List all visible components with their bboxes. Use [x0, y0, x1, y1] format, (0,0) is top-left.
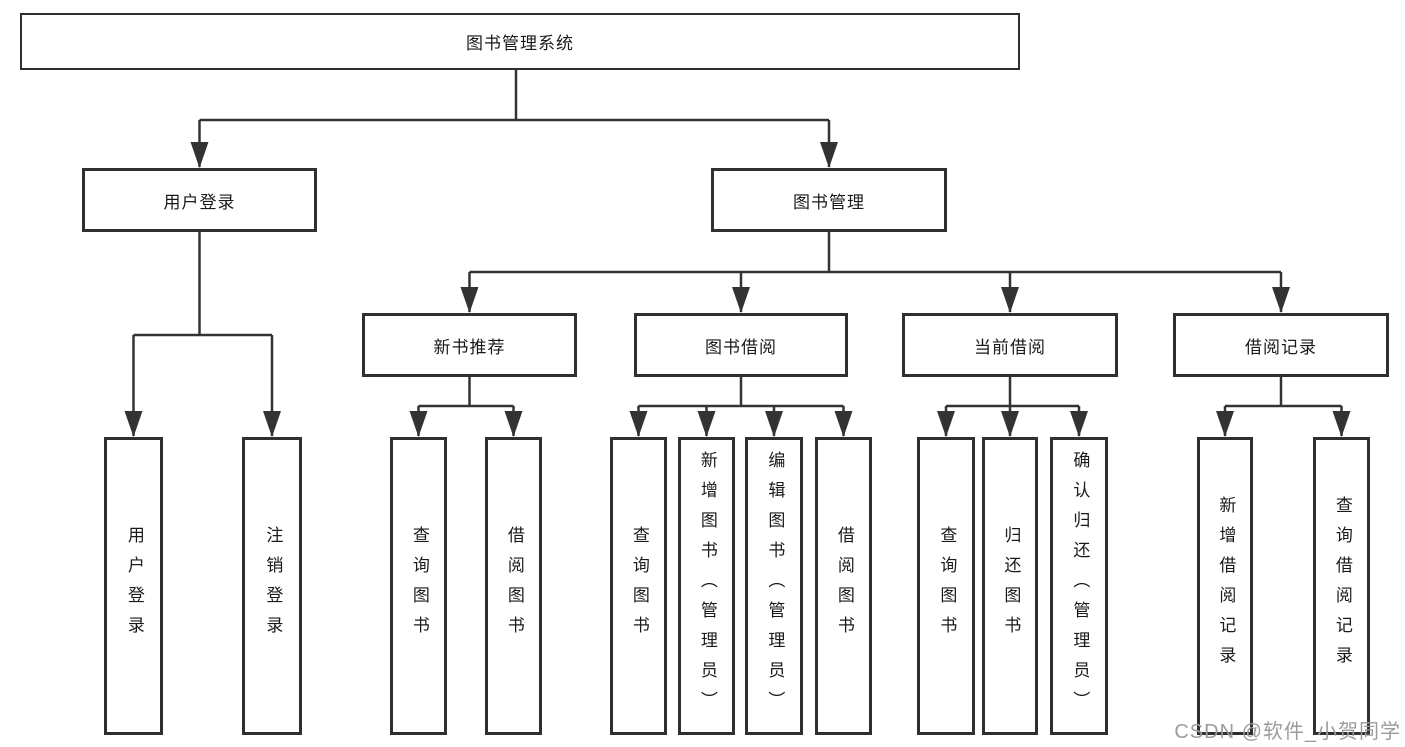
leaf-edit-books-admin: 编辑图书（管理员）: [745, 437, 803, 735]
leaf-borrow-books: 借阅图书: [815, 437, 872, 735]
leaf-label: 确认归还（管理员）: [1070, 451, 1090, 721]
node-new-book-recommend: 新书推荐: [362, 313, 577, 377]
leaf-query-books-recommend: 查询图书: [390, 437, 447, 735]
node-label: 当前借阅: [974, 337, 1046, 357]
node-borrow-records: 借阅记录: [1173, 313, 1389, 377]
leaf-label: 编辑图书（管理员）: [765, 451, 785, 721]
leaf-label: 借阅图书: [504, 526, 524, 646]
leaf-logout: 注销登录: [242, 437, 302, 735]
node-label: 用户登录: [163, 192, 236, 212]
leaf-label: 归还图书: [1001, 526, 1021, 646]
leaf-confirm-return-admin: 确认归还（管理员）: [1050, 437, 1108, 735]
leaf-borrow-books-recommend: 借阅图书: [485, 437, 542, 735]
leaf-label: 查询图书: [629, 526, 649, 646]
node-book-mgmt: 图书管理: [711, 168, 947, 232]
csdn-watermark: CSDN @软件_小贺同学: [1174, 721, 1401, 743]
node-root: 图书管理系统: [20, 13, 1020, 70]
node-label: 新书推荐: [433, 337, 506, 357]
node-current-borrow: 当前借阅: [902, 313, 1118, 377]
leaf-label: 新增图书（管理员）: [697, 451, 717, 721]
node-user-login: 用户登录: [82, 168, 317, 232]
leaf-add-borrow-record: 新增借阅记录: [1197, 437, 1253, 735]
node-label: 图书借阅: [705, 337, 777, 357]
node-label: 借阅记录: [1245, 337, 1317, 357]
leaf-label: 用户登录: [124, 526, 144, 646]
node-root-label: 图书管理系统: [466, 34, 574, 53]
leaf-query-borrow-record: 查询借阅记录: [1313, 437, 1370, 735]
leaf-label: 查询借阅记录: [1332, 496, 1352, 676]
node-label: 图书管理: [793, 192, 865, 212]
leaf-add-books-admin: 新增图书（管理员）: [678, 437, 735, 735]
leaf-label: 借阅图书: [834, 526, 854, 646]
node-book-borrow: 图书借阅: [634, 313, 848, 377]
leaf-query-books-current: 查询图书: [917, 437, 975, 735]
leaf-query-books-borrow: 查询图书: [610, 437, 667, 735]
leaf-user-login: 用户登录: [104, 437, 163, 735]
leaf-label: 查询图书: [937, 526, 957, 646]
leaf-label: 查询图书: [409, 526, 429, 646]
leaf-label: 新增借阅记录: [1216, 496, 1236, 676]
leaf-label: 注销登录: [263, 526, 283, 646]
leaf-return-books: 归还图书: [982, 437, 1038, 735]
